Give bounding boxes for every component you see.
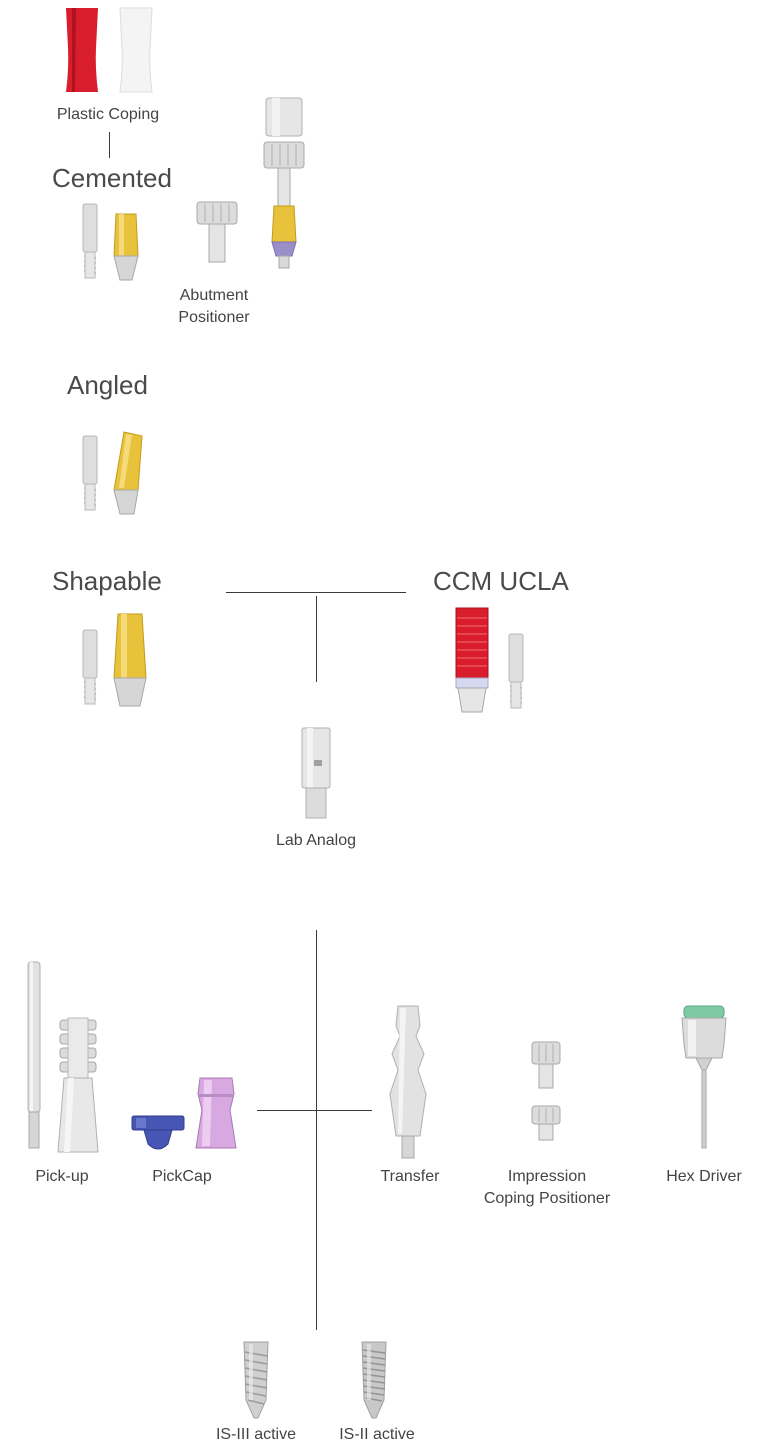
cemented-abutment-gold-image — [110, 212, 142, 282]
connector-impression-vertical — [316, 930, 317, 1330]
angled-screw-image — [80, 436, 100, 514]
plastic-coping-label: Plastic Coping — [48, 104, 168, 126]
pickcap-blue-image — [130, 1114, 186, 1158]
is2-active-implant-image — [358, 1340, 390, 1422]
connector-shapable-ccm-horizontal — [226, 592, 406, 593]
impression-coping-positioner-top-image — [530, 1040, 562, 1092]
transfer-label: Transfer — [350, 1166, 470, 1188]
ccm-ucla-heading: CCM UCLA — [433, 566, 569, 596]
plastic-coping-red-image — [62, 8, 102, 94]
connector-impression-horizontal — [257, 1110, 372, 1111]
pick-up-label: Pick-up — [2, 1166, 122, 1188]
pick-up-coping-image — [54, 1018, 102, 1158]
ccm-ucla-image — [452, 606, 492, 714]
pickcap-label: PickCap — [122, 1166, 242, 1188]
plastic-coping-white-image — [116, 8, 156, 94]
impression-coping-positioner-label-line2: Coping Positioner — [467, 1188, 627, 1210]
connector-plastic-coping-cemented — [109, 132, 110, 158]
angled-abutment-gold-image — [110, 430, 146, 518]
lab-analog-label: Lab Analog — [256, 830, 376, 852]
impression-coping-positioner-bottom-image — [530, 1104, 562, 1144]
is2-active-label: IS-II active — [317, 1424, 437, 1446]
shapable-heading: Shapable — [52, 566, 162, 596]
cemented-heading: Cemented — [52, 163, 172, 193]
impression-coping-positioner-label-line1: Impression — [487, 1166, 607, 1188]
lab-analog-image — [298, 726, 334, 822]
pickcap-pink-image — [192, 1074, 240, 1154]
abutment-with-positioner-image — [262, 96, 306, 272]
ccm-ucla-screw-image — [506, 634, 526, 712]
transfer-image — [380, 1004, 436, 1164]
abutment-positioner-label-line1: Abutment — [154, 285, 274, 307]
is3-active-label: IS-III active — [196, 1424, 316, 1446]
pick-up-screw-image — [24, 960, 44, 1154]
cemented-screw-image — [80, 204, 100, 282]
abutment-positioner-label-line2: Positioner — [154, 307, 274, 329]
is3-active-implant-image — [240, 1340, 272, 1422]
hex-driver-image — [678, 1004, 730, 1154]
abutment-positioner-image — [195, 200, 239, 264]
shapable-abutment-gold-image — [110, 612, 150, 710]
shapable-screw-image — [80, 630, 100, 708]
angled-heading: Angled — [67, 370, 148, 400]
hex-driver-label: Hex Driver — [644, 1166, 764, 1188]
connector-to-lab-analog — [316, 596, 317, 682]
